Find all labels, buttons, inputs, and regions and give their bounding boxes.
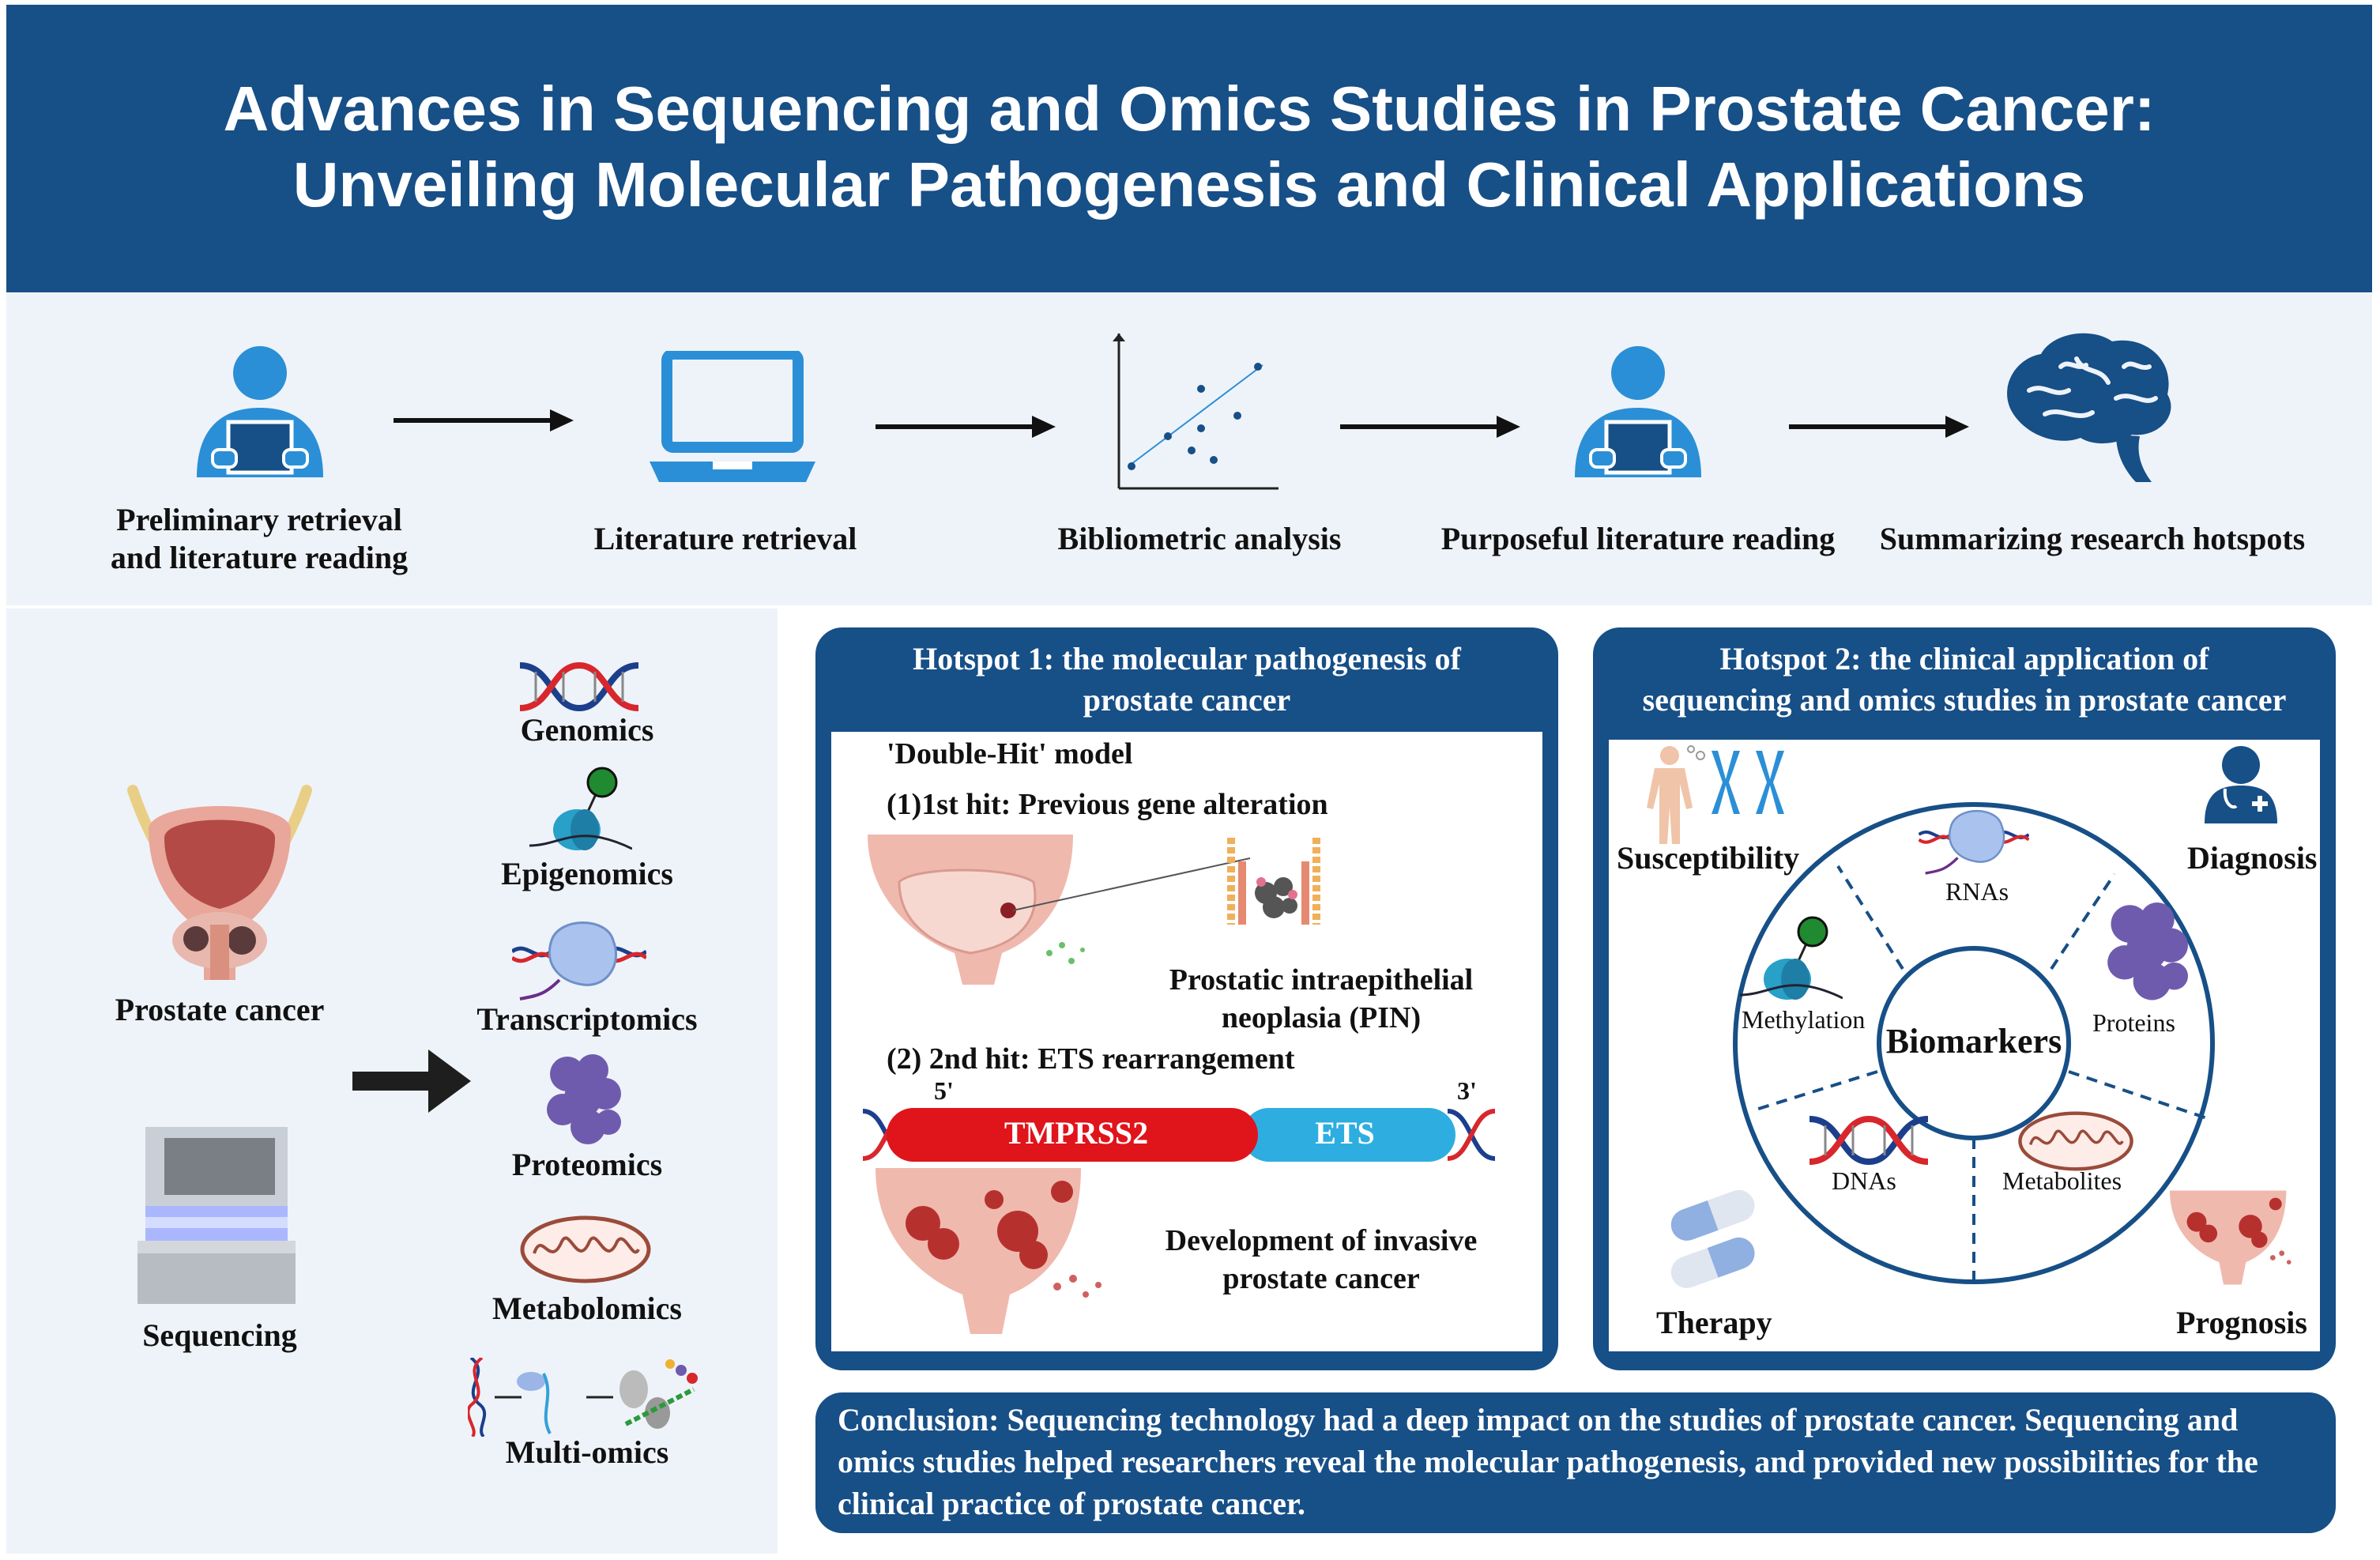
- pin-pointer-line: [1012, 857, 1251, 911]
- arrow-icon: [876, 416, 1056, 438]
- dna-icon: [520, 661, 638, 712]
- rna-polymerase-icon: [512, 921, 646, 1000]
- mitochondrion-icon: [2018, 1111, 2133, 1171]
- scatter-plot-icon: [1113, 333, 1278, 490]
- prostate-pin-icon: [868, 835, 1085, 985]
- pin-label-line2: neoplasia (PIN): [1221, 1001, 1422, 1034]
- left-panel: Prostate cancer Sequencing Genomics Epig…: [6, 609, 778, 1554]
- proteins-label: Proteins: [2092, 1008, 2175, 1037]
- header-banner: Advances in Sequencing and Omics Studies…: [6, 5, 2372, 292]
- methylation-label: Methylation: [1742, 1005, 1866, 1034]
- arrow-icon: [1789, 416, 1969, 438]
- pin-label-line1: Prostatic intraepithelial: [1169, 963, 1474, 997]
- omics-metabolomics-label: Metabolomics: [492, 1291, 682, 1326]
- second-hit-label: (2) 2nd hit: ETS rearrangement: [887, 1042, 1295, 1076]
- sequencing-label: Sequencing: [142, 1317, 297, 1353]
- prostate-invasive-icon: [876, 1168, 1102, 1334]
- hotspot2-title-line2: sequencing and omics studies in prostate…: [1642, 682, 2287, 718]
- three-prime-label: 3': [1457, 1076, 1477, 1105]
- rna-polymerase-icon: [1919, 810, 2029, 875]
- methylation-icon: [1740, 916, 1843, 1000]
- hotspot2-title-line1: Hotspot 2: the clinical application of: [1719, 641, 2209, 676]
- first-hit-label: (1)1st hit: Previous gene alteration: [887, 788, 1328, 821]
- laptop-icon: [650, 351, 815, 482]
- title-line-1: Advances in Sequencing and Omics Studies…: [223, 73, 2156, 144]
- hotspot1-title-line2: prostate cancer: [1083, 682, 1291, 718]
- hotspot1-title-line1: Hotspot 1: the molecular pathogenesis of: [913, 641, 1461, 676]
- five-prime-label: 5': [934, 1076, 954, 1105]
- doctor-icon: [2205, 746, 2277, 823]
- hotspot2-content: Susceptibility Diagnosis RNAs Methy: [1609, 740, 2320, 1351]
- chromosome-icon: [1712, 751, 1784, 814]
- mitochondrion-icon: [520, 1215, 651, 1283]
- prostate-icon: [127, 785, 312, 980]
- step2-label: Literature retrieval: [593, 521, 857, 556]
- arrow-icon: [1340, 416, 1520, 438]
- multi-omics-icon: [468, 1358, 698, 1437]
- protein-icon: [2107, 902, 2188, 1000]
- therapy-label: Therapy: [1656, 1305, 1772, 1340]
- hotspot2-panel: Hotspot 2: the clinical application of s…: [1593, 627, 2336, 1370]
- invasive-label-line2: prostate cancer: [1222, 1262, 1420, 1295]
- person-reading-icon: [197, 346, 323, 477]
- biomarkers-label: Biomarkers: [1885, 1022, 2062, 1061]
- title-line-2: Unveiling Molecular Pathogenesis and Cli…: [292, 149, 2086, 220]
- omics-genomics-label: Genomics: [520, 712, 654, 748]
- hotspot1-panel: Hotspot 1: the molecular pathogenesis of…: [815, 627, 1558, 1370]
- methylation-icon: [529, 767, 632, 850]
- pin-cells-icon: [1227, 838, 1320, 925]
- prognosis-label: Prognosis: [2176, 1305, 2307, 1340]
- arrow-icon: [394, 409, 574, 431]
- tmprss2-label: TMPRSS2: [1004, 1115, 1149, 1151]
- metabolites-label: Metabolites: [2002, 1166, 2122, 1195]
- step4-label: Purposeful literature reading: [1440, 521, 1836, 556]
- conclusion-panel: Conclusion: Sequencing technology had a …: [815, 1392, 2336, 1533]
- dnas-label: DNAs: [1832, 1166, 1896, 1195]
- invasive-label-line1: Development of invasive: [1165, 1224, 1478, 1257]
- step3-label: Bibliometric analysis: [1057, 521, 1342, 556]
- rnas-label: RNAs: [1945, 877, 2009, 906]
- prostate-cancer-label: Prostate cancer: [115, 992, 325, 1027]
- ets-label: ETS: [1315, 1115, 1375, 1151]
- step5-label: Summarizing research hotspots: [1879, 521, 2306, 556]
- person-reading-icon: [1575, 346, 1701, 477]
- step1-label-line1: Preliminary retrieval: [116, 502, 402, 537]
- dna-icon: [1809, 1115, 1928, 1166]
- pills-icon: [1670, 1189, 1755, 1288]
- double-hit-model-label: 'Double-Hit' model: [887, 737, 1133, 771]
- ets-fusion-gene-icon: [863, 1108, 1495, 1162]
- omics-proteomics-label: Proteomics: [511, 1147, 663, 1182]
- conclusion-text: Conclusion: Sequencing technology had a …: [838, 1402, 2258, 1521]
- step1-label-line2: and literature reading: [110, 540, 409, 575]
- hotspot1-content: 'Double-Hit' model (1)1st hit: Previous …: [831, 732, 1542, 1351]
- big-arrow-icon: [352, 1049, 471, 1113]
- diagnosis-label: Diagnosis: [2187, 840, 2318, 876]
- brain-icon: [2007, 333, 2171, 482]
- protein-icon: [547, 1054, 621, 1144]
- omics-multi-omics-label: Multi-omics: [505, 1434, 669, 1470]
- omics-epigenomics-label: Epigenomics: [501, 856, 673, 891]
- prostate-invasive-icon: [2170, 1190, 2292, 1285]
- sequencer-icon: [137, 1127, 296, 1304]
- biomarkers-ring-icon: [1733, 802, 2215, 1285]
- omics-transcriptomics-label: Transcriptomics: [476, 1001, 698, 1037]
- human-body-icon: [1647, 745, 1705, 844]
- susceptibility-label: Susceptibility: [1617, 840, 1800, 876]
- workflow-panel: Preliminary retrieval and literature rea…: [6, 294, 2372, 605]
